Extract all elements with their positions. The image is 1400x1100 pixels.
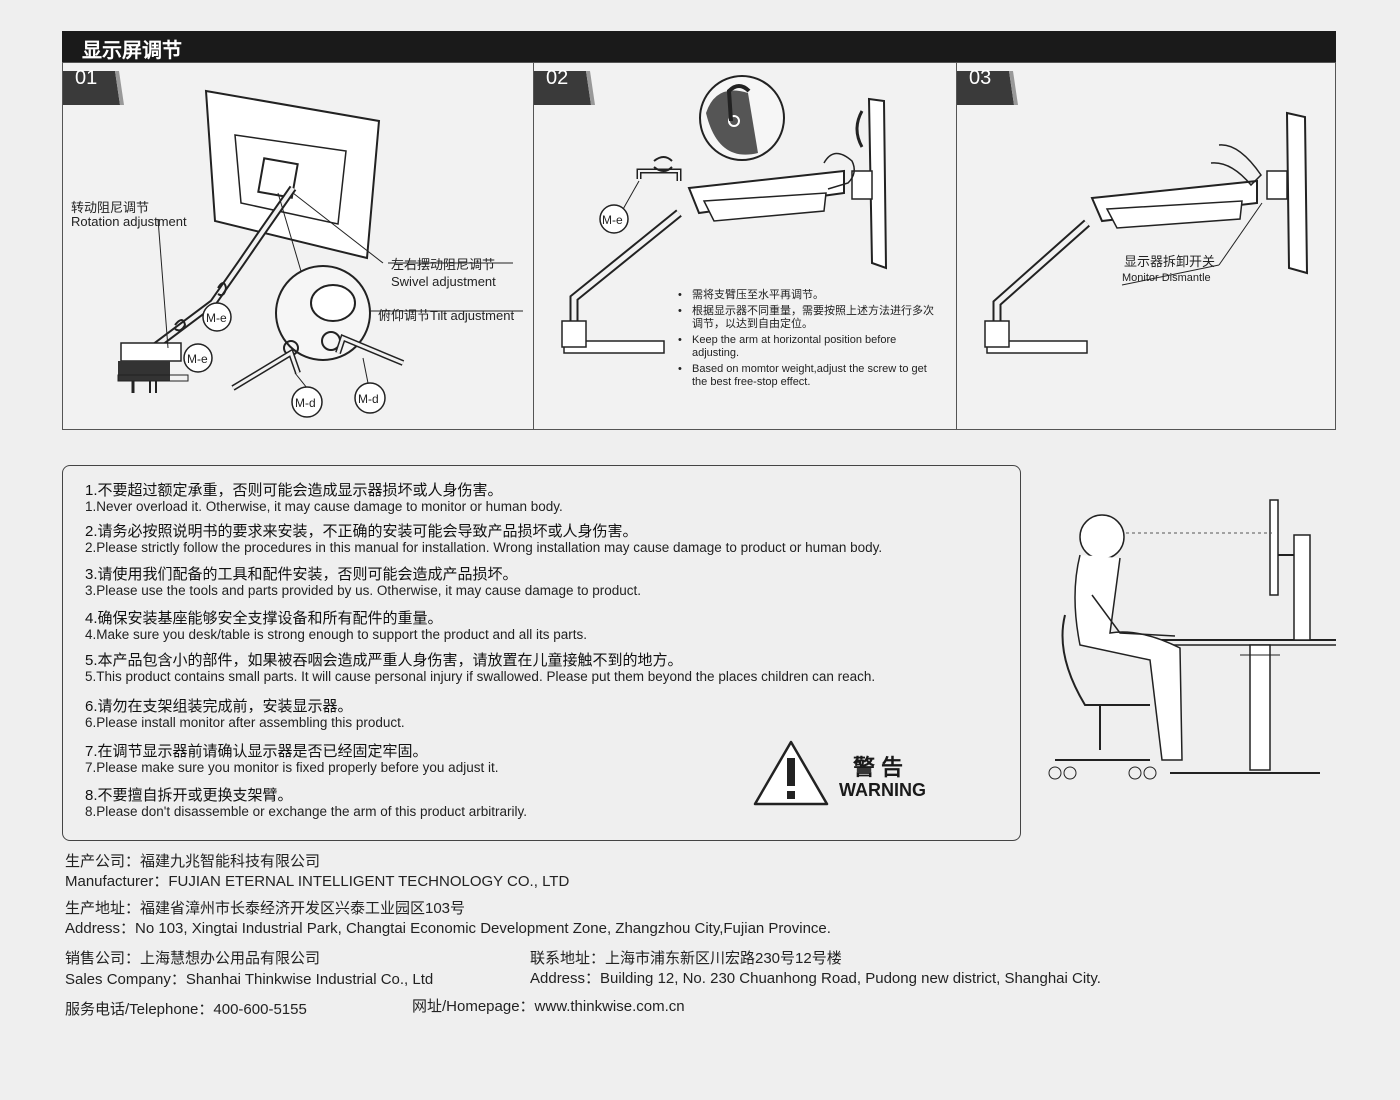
dismantle-label-cn: 显示器拆卸开关	[1124, 254, 1216, 269]
dismantle-label-en: Monitor Dismantle	[1122, 272, 1211, 284]
note-2: 根据显示器不同重量，需要按照上述方法进行多次调节，以达到自由定位。	[676, 305, 936, 331]
md-label-1: M-d	[295, 396, 316, 410]
step-panels: 01 转动阻尼调节 Rotation adjustment 左右摆动阻尼调节 S…	[62, 62, 1336, 430]
warning-item-2: 2.请务必按照说明书的要求来安装，不正确的安装可能会导致产品损坏或人身伤害。 2…	[85, 523, 883, 555]
ergonomic-posture-illustration	[1048, 499, 1336, 780]
note-1: 需将支臂压至水平再调节。	[676, 289, 936, 302]
step-panel-3: 03 显示器拆卸开关 Monitor Dismantle	[956, 63, 1336, 429]
note-3: Keep the arm at horizontal position befo…	[676, 334, 936, 360]
warning-item-1: 1.不要超过额定承重，否则可能会造成显示器损坏或人身伤害。 1.Never ov…	[85, 482, 563, 514]
step3-illustration	[957, 71, 1309, 354]
warning-title-cn: 警告	[853, 755, 910, 780]
step-number-1: 01	[75, 67, 98, 89]
contact-address-en: Address：Building 12, No. 230 Chuanhong R…	[530, 970, 1101, 987]
telephone: 服务电话/Telephone：400-600-5155	[65, 1001, 307, 1018]
rotation-label-cn: 转动阻尼调节	[71, 200, 150, 215]
warning-title-en: WARNING	[839, 780, 926, 800]
me-label-2: M-e	[187, 352, 208, 366]
manufacturer-cn: 生产公司：福建九兆智能科技有限公司	[65, 853, 321, 870]
step2-illustration	[534, 71, 888, 354]
rotation-label-en: Rotation adjustment	[71, 214, 187, 229]
warning-box: 1.不要超过额定承重，否则可能会造成显示器损坏或人身伤害。 1.Never ov…	[62, 465, 1021, 841]
md-label-2: M-d	[358, 392, 379, 406]
warning-item-7: 7.在调节显示器前请确认显示器是否已经固定牢固。 7.Please make s…	[85, 743, 499, 775]
swivel-label-cn: 左右摆动阻尼调节	[391, 257, 496, 272]
tilt-label: 俯仰调节Tilt adjustment	[378, 308, 515, 323]
warning-item-8: 8.不要擅自拆开或更换支架臂。 8.Please don't disassemb…	[85, 787, 528, 819]
step-number-3: 03	[969, 67, 992, 89]
note-4: Based on momtor weight,adjust the screw …	[676, 363, 936, 389]
me-label-3: M-e	[602, 213, 623, 227]
swivel-label-en: Swivel adjustment	[391, 274, 496, 289]
address-cn: 生产地址：福建省漳州市长泰经济开发区兴泰工业园区103号	[65, 900, 466, 917]
step-panel-1: 01 转动阻尼调节 Rotation adjustment 左右摆动阻尼调节 S…	[63, 63, 533, 429]
section-title: 显示屏调节	[82, 40, 182, 62]
step-panel-2: 02 M-e 需将支臂压至水平再调节。 根据显示器不同重量，需要按照上述方法进行…	[533, 63, 957, 429]
sales-company-en: Sales Company：Shanhai Thinkwise Industri…	[65, 971, 434, 988]
warning-item-3: 3.请使用我们配备的工具和配件安装，否则可能会造成产品损坏。 3.Please …	[85, 566, 642, 598]
sales-company-cn: 销售公司：上海慧想办公用品有限公司	[65, 950, 321, 967]
warning-item-6: 6.请勿在支架组装完成前，安装显示器。 6.Please install mon…	[85, 698, 405, 730]
homepage-link[interactable]: 网址/Homepage：www.thinkwise.com.cn	[412, 998, 685, 1015]
warning-triangle-icon	[753, 740, 829, 806]
warning-sign: 警告 WARNING	[753, 738, 933, 808]
step2-notes: 需将支臂压至水平再调节。 根据显示器不同重量，需要按照上述方法进行多次调节，以达…	[676, 289, 936, 392]
step1-illustration	[63, 71, 523, 418]
warning-item-5: 5.本产品包含小的部件，如果被吞咽会造成严重人身伤害，请放置在儿童接触不到的地方…	[85, 652, 876, 684]
address-en: Address：No 103, Xingtai Industrial Park,…	[65, 920, 831, 937]
me-label-1: M-e	[206, 311, 227, 325]
step-number-2: 02	[546, 67, 569, 89]
contact-address-cn: 联系地址：上海市浦东新区川宏路230号12号楼	[530, 950, 842, 967]
warning-item-4: 4.确保安装基座能够安全支撑设备和所有配件的重量。 4.Make sure yo…	[85, 610, 588, 642]
manufacturer-en: Manufacturer：FUJIAN ETERNAL INTELLIGENT …	[65, 873, 570, 890]
section-header: 显示屏调节	[62, 31, 1336, 62]
